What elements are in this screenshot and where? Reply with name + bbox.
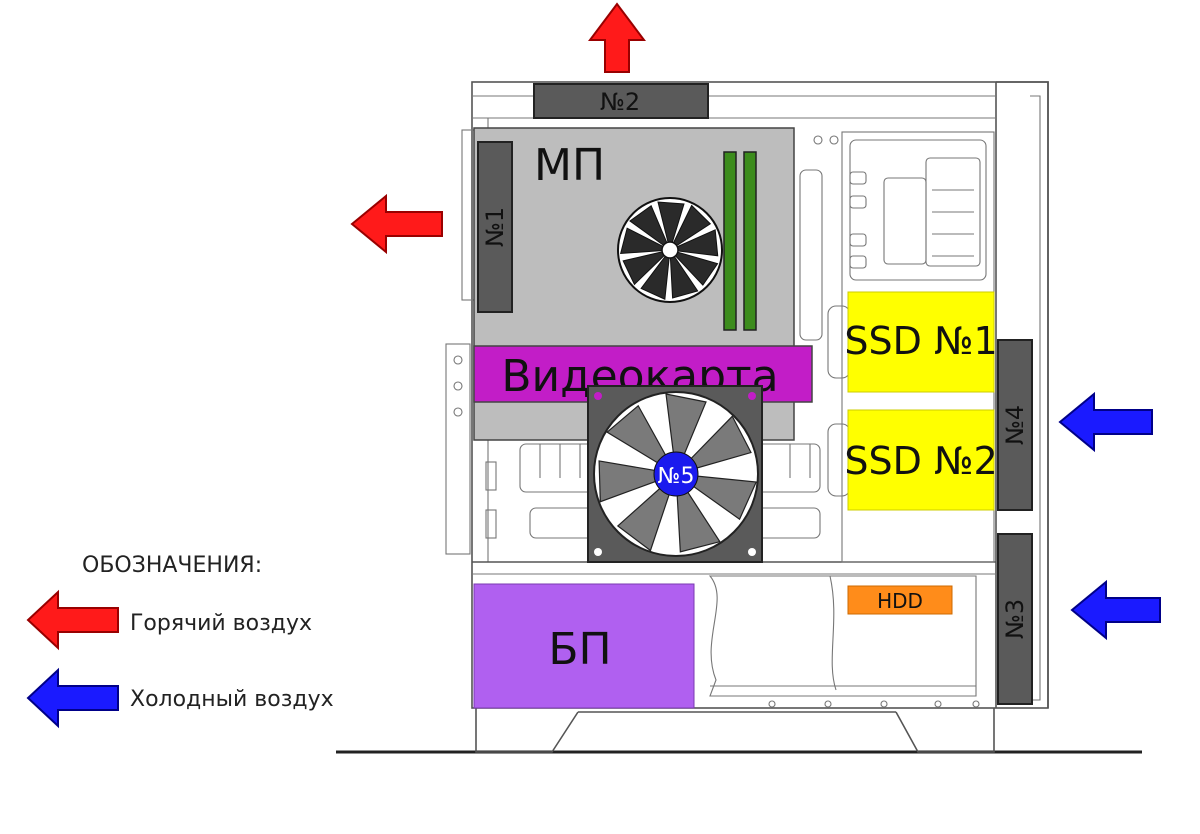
legend-cold-label: Холодный воздух — [130, 687, 334, 712]
fan-1: №1 — [477, 141, 513, 313]
ssd-2-label: SSD №2 — [844, 439, 997, 483]
legend-title: ОБОЗНАЧЕНИЯ: — [82, 553, 262, 578]
legend: ОБОЗНАЧЕНИЯ: Горячий воздух Холодный воз… — [26, 553, 334, 729]
fan-2: №2 — [533, 83, 709, 119]
hot-air-arrow-rear — [350, 193, 443, 255]
ssd-1-label: SSD №1 — [844, 319, 997, 363]
fan-1-label: №1 — [481, 207, 509, 247]
motherboard-label: МП — [534, 140, 605, 191]
fan-5-label: №5 — [658, 464, 695, 489]
hdd-label: HDD — [877, 589, 923, 613]
cold-air-arrow-upper — [1058, 391, 1153, 453]
hot-air-arrow-top — [588, 2, 646, 73]
fan-5: №5 — [587, 385, 763, 563]
fan-4-label: №4 — [1001, 405, 1029, 445]
ram-stick — [723, 151, 737, 331]
fan-3-label: №3 — [1001, 599, 1029, 639]
ssd-1: SSD №1 — [844, 291, 998, 393]
ssd-2: SSD №2 — [844, 409, 998, 511]
fan-4: №4 — [997, 339, 1033, 511]
fan-2-label: №2 — [600, 88, 640, 116]
cpu-cooler-fan — [617, 197, 723, 303]
legend-hot-label: Горячий воздух — [130, 611, 312, 636]
cold-air-arrow-lower — [1070, 579, 1161, 641]
legend-cold-arrow — [26, 667, 119, 729]
psu: БП — [473, 583, 695, 709]
ram-stick — [743, 151, 757, 331]
legend-hot-arrow — [26, 589, 119, 651]
case-outline — [445, 81, 1049, 753]
psu-label: БП — [548, 624, 611, 675]
hdd: HDD — [847, 585, 953, 615]
fan-3: №3 — [997, 533, 1033, 705]
